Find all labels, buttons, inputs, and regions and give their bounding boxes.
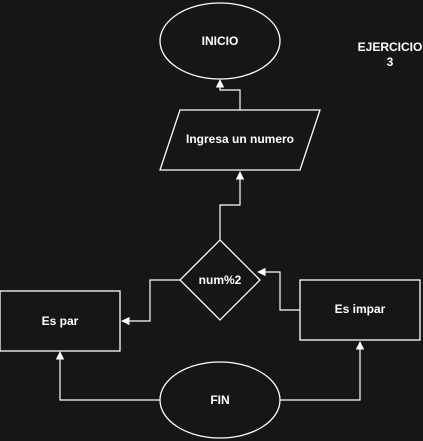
edge-decision-to-input [219, 171, 245, 240]
es-par-label: Es par [42, 314, 79, 328]
edge-decision-to-es-par [121, 279, 180, 326]
es-impar-label: Es impar [335, 302, 386, 316]
edge-fin-to-es-par [55, 351, 160, 401]
ingresa-label: Ingresa un numero [186, 132, 294, 146]
es-impar-rect [299, 279, 421, 341]
edge-es-impar-to-decision [257, 267, 300, 311]
inicio-label: INICIO [202, 34, 239, 48]
edge-fin-to-es-impar [280, 341, 365, 401]
inicio-ellipse [159, 2, 281, 80]
ingresa-parallelogram [159, 109, 321, 171]
diagram-title: EJERCICIO 3 [358, 40, 423, 69]
es-par-rect [0, 290, 121, 352]
decision-label: num%2 [199, 273, 242, 287]
fin-label: FIN [210, 393, 229, 407]
fin-ellipse [159, 361, 281, 439]
node-inicio[interactable]: INICIO [159, 2, 281, 80]
node-es-impar[interactable]: Es impar [299, 279, 421, 341]
node-ingresa-numero[interactable]: Ingresa un numero [159, 109, 321, 171]
edge-input-to-inicio [215, 79, 241, 110]
node-fin[interactable]: FIN [159, 361, 281, 439]
title-line2: 3 [387, 55, 394, 69]
node-decision[interactable]: num%2 [179, 239, 261, 321]
title-line1: EJERCICIO [358, 40, 423, 54]
decision-diamond [179, 239, 261, 321]
node-es-par[interactable]: Es par [0, 290, 121, 352]
edges [55, 79, 365, 401]
